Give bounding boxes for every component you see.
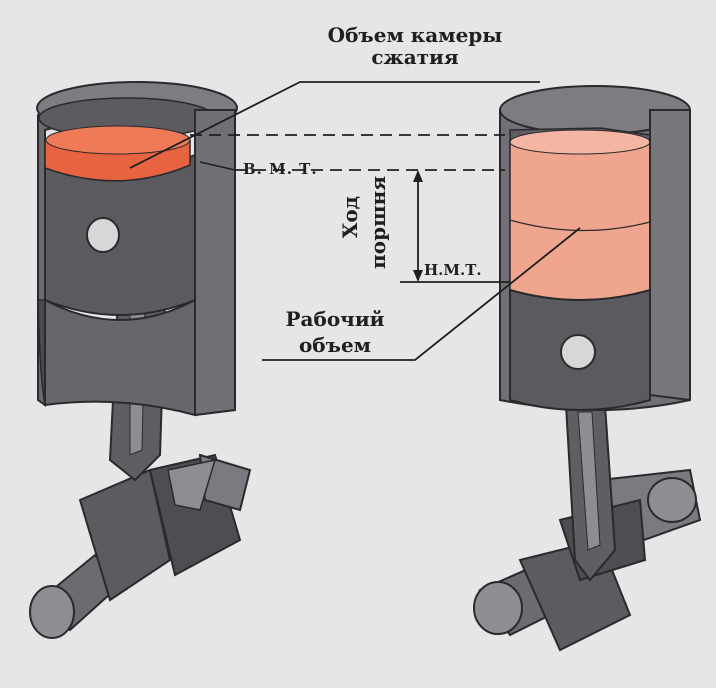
compression-volume-leader [129,81,540,169]
compression-volume-label-line2: сжатия [371,45,459,69]
right-piston-assembly [473,85,702,652]
stroke-label-word2: поршня [366,176,390,269]
compression-volume-label-line1: Объем камеры [327,23,503,47]
working-volume-label-line2: объем [298,333,372,357]
bdc-label: Н.М.Т. [424,261,482,279]
stroke-label-word1: Ход [338,196,362,239]
left-piston-assembly [29,81,252,639]
annotation-lines [129,81,581,361]
right-working-volume [509,131,651,301]
working-volume-leader [262,227,581,361]
tdc-label: В. М. Т. [243,160,318,178]
left-crankshaft [29,453,252,639]
working-volume-label: Рабочий объем [270,306,400,358]
compression-volume-label: Объем камеры сжатия [300,24,530,68]
working-volume-label-line1: Рабочий [285,307,385,331]
